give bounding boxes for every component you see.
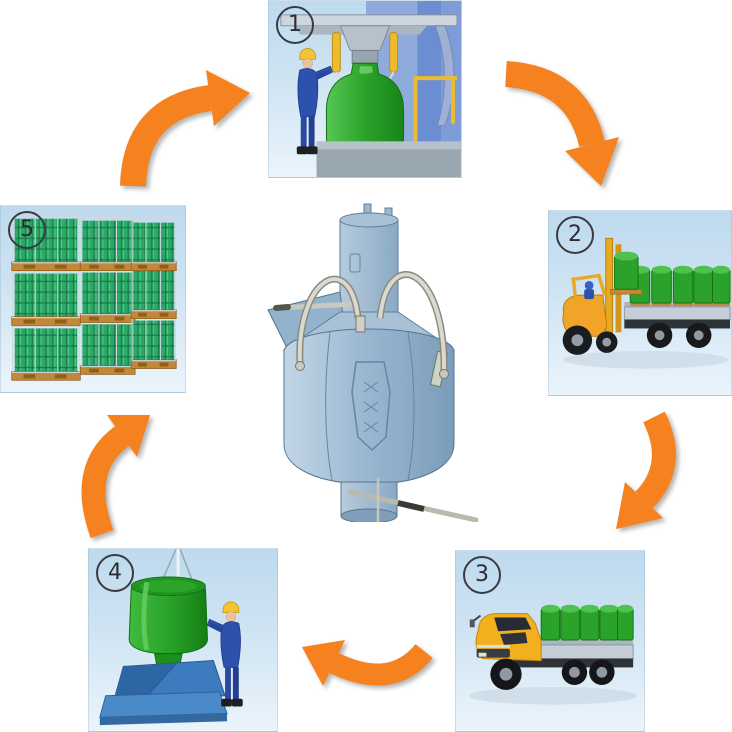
vessel-neck xyxy=(339,203,399,313)
step-number-badge-2: 2 xyxy=(556,216,594,254)
flexible-container-vessel xyxy=(267,203,479,524)
green-bag xyxy=(325,62,405,153)
container-installation-illustration xyxy=(99,549,243,726)
step-number: 3 xyxy=(475,562,489,587)
filling-station-illustration xyxy=(280,1,461,177)
step-number: 4 xyxy=(108,560,122,585)
step-number: 5 xyxy=(20,217,34,242)
pallet-stack-front xyxy=(11,214,81,381)
step-panel-3-truck-transport: 3 xyxy=(455,550,645,732)
vessel-body xyxy=(282,311,456,485)
pallet-stack-middle xyxy=(79,216,136,375)
truck-transport-illustration xyxy=(468,604,638,705)
center-vessel-illustration xyxy=(238,192,500,524)
step-number-badge-3: 3 xyxy=(463,556,501,594)
truck-cab xyxy=(469,613,542,662)
lifting-wires xyxy=(295,271,449,379)
step-number-badge-1: 1 xyxy=(276,6,314,44)
forklift-loading-illustration xyxy=(562,237,731,369)
arrow-step2-to-step3 xyxy=(616,411,676,529)
green-drums-on-bed xyxy=(540,604,634,641)
step-number: 1 xyxy=(288,12,302,37)
filling-machine xyxy=(280,1,461,142)
pallet-stack-right xyxy=(130,218,177,369)
arrow-step4-to-step5 xyxy=(81,415,150,539)
arrow-step5-to-step1 xyxy=(120,70,250,187)
green-container xyxy=(128,576,208,675)
step-panel-1-filling-station: 1 xyxy=(268,0,462,178)
bottom-spout xyxy=(340,478,479,524)
step-number-badge-4: 4 xyxy=(96,554,134,592)
step-number: 2 xyxy=(568,222,582,247)
truck-flatbed xyxy=(623,302,731,349)
arrow-step3-to-step4 xyxy=(302,640,433,686)
step-panel-4-container-installation: 4 xyxy=(88,548,278,732)
blue-stand xyxy=(99,660,228,726)
step-panel-2-forklift-loading: 2 xyxy=(548,210,732,396)
platform xyxy=(316,76,461,177)
worker-figure xyxy=(206,601,243,707)
step-panel-5-palletized-storage: 5 xyxy=(0,205,186,393)
step-number-badge-5: 5 xyxy=(8,211,46,249)
green-drums-on-truck xyxy=(629,265,731,306)
worker-figure xyxy=(296,48,333,155)
truck-wheels xyxy=(490,658,615,690)
arrow-step1-to-step2 xyxy=(504,61,619,186)
palletized-storage-illustration xyxy=(11,214,177,381)
forklift xyxy=(562,237,643,355)
